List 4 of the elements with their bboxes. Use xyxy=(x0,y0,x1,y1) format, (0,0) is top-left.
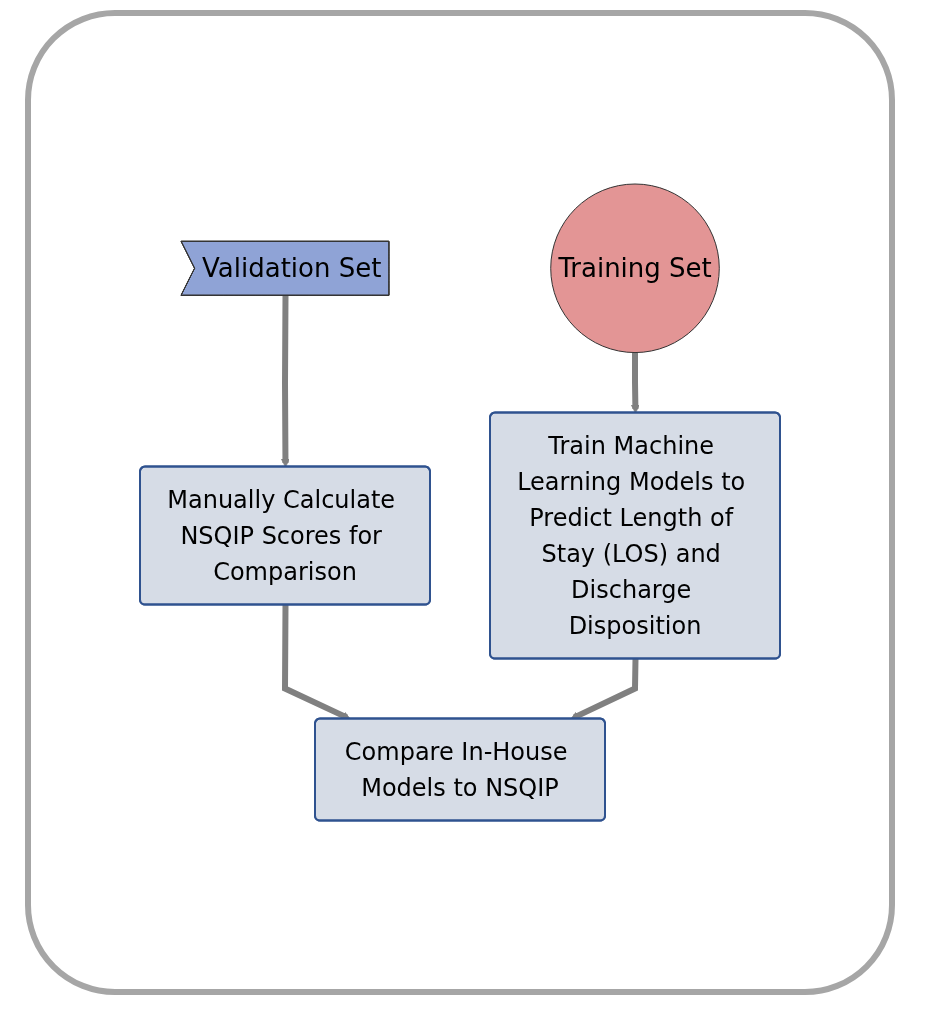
arrow xyxy=(630,352,640,414)
node-circle xyxy=(550,183,720,354)
arrow xyxy=(281,295,290,468)
frame-background: Validation Set Training Set Manually Calculate NSQIP Scores for Comparison Train Machine Learning Models to Predict Length of Stay (LOS) and Discharge Disposition Compare In-House Models to NSQIP xyxy=(25,10,895,995)
